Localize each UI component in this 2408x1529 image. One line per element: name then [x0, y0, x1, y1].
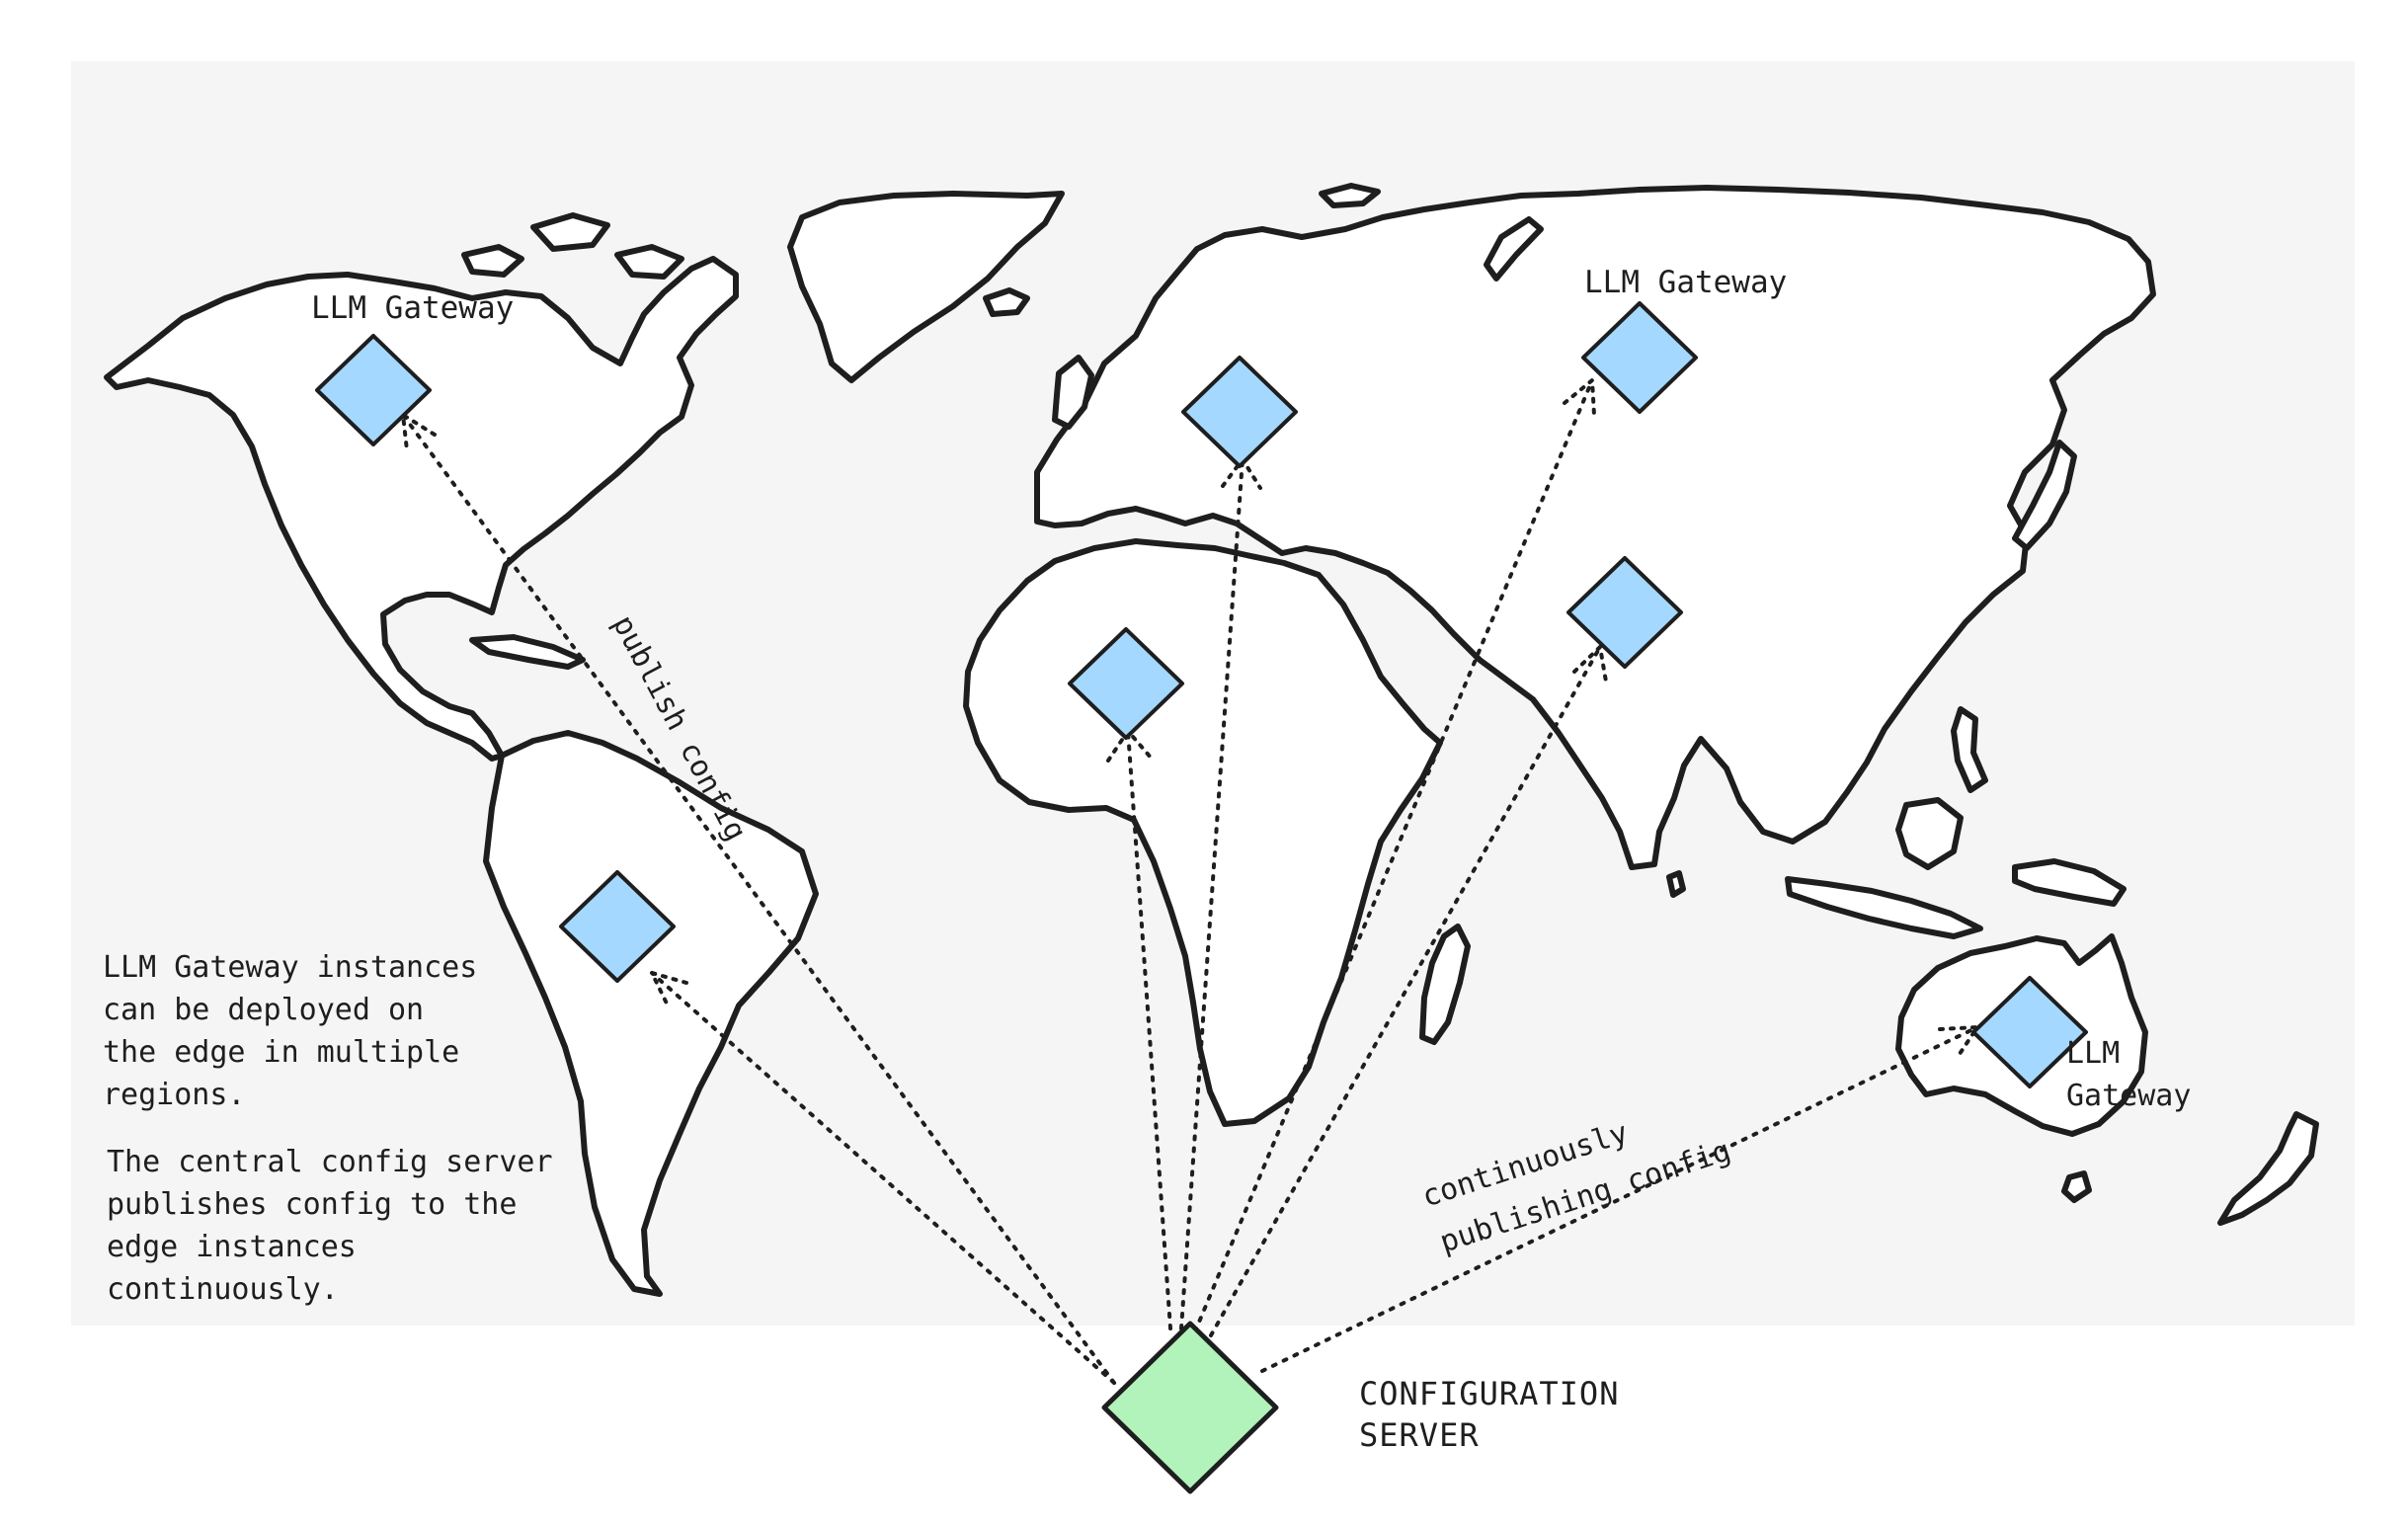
- link-south-america: [650, 971, 1116, 1385]
- philippines: [1951, 706, 1988, 793]
- arrowhead-south-america: [648, 969, 688, 1007]
- arctic-island-1: [530, 212, 610, 252]
- cuba: [469, 634, 586, 670]
- gateway-nodes: [315, 301, 2088, 1088]
- arctic-island-3: [461, 244, 524, 278]
- link-europe: [1179, 457, 1244, 1330]
- new-guinea: [2012, 858, 2127, 907]
- arrowhead-australia: [1938, 1024, 1981, 1059]
- gateway-australia-diamond-icon[interactable]: [1971, 976, 2088, 1088]
- link-africa: [1126, 729, 1172, 1330]
- link-australia: [1260, 1025, 1979, 1373]
- gateway-labels: LLM Gateway LLM Gateway: [311, 265, 1787, 326]
- eurasia: [1034, 185, 2156, 870]
- tasmania: [2061, 1170, 2092, 1203]
- svalbard: [1319, 183, 1381, 208]
- gateway-label-north-asia: LLM Gateway: [1584, 265, 1787, 300]
- gateway-label-australia: LLM Gateway: [2066, 1036, 2192, 1113]
- gateway-north-america-diamond-icon[interactable]: [315, 334, 432, 446]
- japan: [2012, 440, 2077, 551]
- borneo: [1895, 797, 1964, 870]
- novaya-zemlya: [1484, 216, 1544, 282]
- note-edge-deployment: LLM Gateway instances can be deployed on…: [103, 950, 478, 1112]
- north-america: [104, 256, 739, 762]
- south-america: [483, 730, 819, 1297]
- iceland: [983, 287, 1030, 317]
- arrowhead-north-asia: [1563, 375, 1596, 417]
- gateway-south-america-diamond-icon[interactable]: [559, 870, 676, 983]
- gateway-europe-diamond-icon[interactable]: [1181, 356, 1298, 468]
- arctic-island-2: [614, 244, 684, 280]
- configuration-server-label: CONFIGURATION SERVER: [1359, 1375, 1620, 1454]
- arrowhead-south-asia: [1572, 642, 1608, 684]
- link-north-america: [401, 413, 1116, 1385]
- gateway-label-north-america: LLM Gateway: [311, 290, 514, 326]
- british-isles: [1052, 355, 1094, 430]
- note-config-publishing: The central config server publishes conf…: [107, 1145, 553, 1307]
- indonesia: [1785, 876, 1983, 939]
- madagascar: [1419, 924, 1471, 1045]
- gateway-africa-diamond-icon[interactable]: [1068, 627, 1184, 740]
- sri-lanka: [1666, 870, 1686, 898]
- gateway-north-asia-diamond-icon[interactable]: [1581, 301, 1698, 414]
- greenland: [787, 191, 1065, 383]
- continent-outlines: [104, 183, 2319, 1297]
- publish-links: [401, 378, 1979, 1385]
- configuration-server-diamond-icon[interactable]: [1101, 1321, 1279, 1494]
- gateway-south-asia-diamond-icon[interactable]: [1566, 556, 1683, 669]
- link-south-asia: [1209, 645, 1602, 1337]
- new-zealand: [2217, 1111, 2319, 1226]
